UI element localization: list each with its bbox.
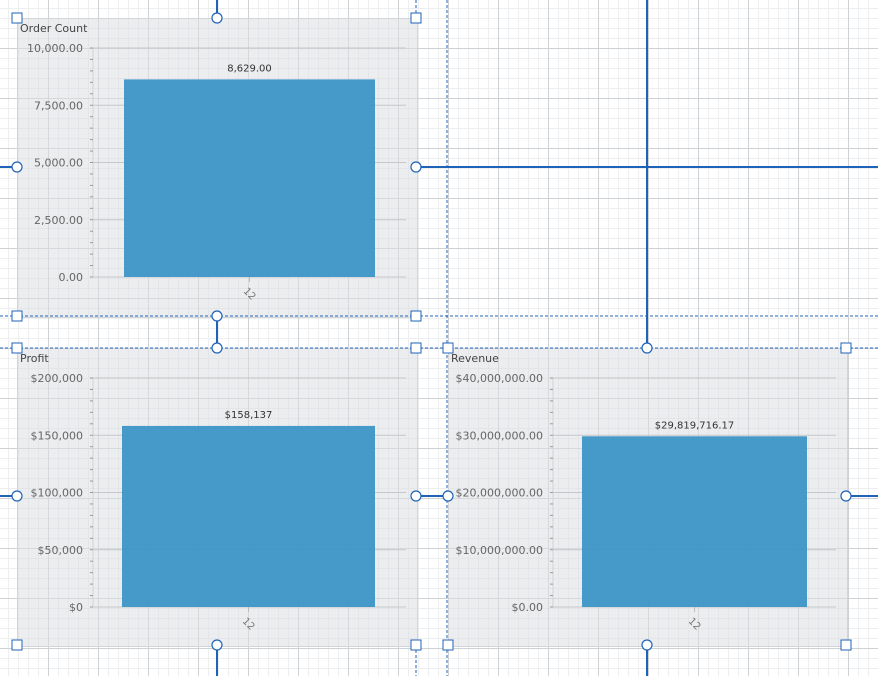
chart-title: Profit <box>20 352 49 365</box>
data-label: $158,137 <box>225 410 273 421</box>
connection-handle-circle[interactable] <box>11 490 23 502</box>
resize-handle-square[interactable] <box>410 342 422 354</box>
data-label: $29,819,716.17 <box>655 420 735 431</box>
resize-handle-square[interactable] <box>840 342 852 354</box>
connection-handle-circle[interactable] <box>410 490 422 502</box>
connection-handle-circle[interactable] <box>641 639 653 651</box>
connection-handle-circle[interactable] <box>211 310 223 322</box>
resize-handle-square[interactable] <box>410 310 422 322</box>
connection-handle-circle[interactable] <box>410 161 422 173</box>
y-tick-label: $150,000 <box>31 429 84 442</box>
data-label: 8,629.00 <box>227 63 272 74</box>
connection-handle-circle[interactable] <box>641 342 653 354</box>
y-tick-label: $100,000 <box>31 487 84 500</box>
y-tick-label: $30,000,000.00 <box>456 429 543 442</box>
y-tick-label: $40,000,000.00 <box>456 372 543 385</box>
resize-handle-square[interactable] <box>11 310 23 322</box>
y-tick-label: $200,000 <box>31 372 84 385</box>
connection-handle-circle[interactable] <box>11 161 23 173</box>
connection-handle-circle[interactable] <box>442 490 454 502</box>
y-tick-label: $10,000,000.00 <box>456 544 543 557</box>
resize-handle-square[interactable] <box>840 639 852 651</box>
connection-handle-circle[interactable] <box>211 12 223 24</box>
y-tick-label: 2,500.00 <box>34 214 83 227</box>
y-tick-label: $50,000 <box>38 544 84 557</box>
chart-title: Revenue <box>451 352 499 365</box>
y-tick-label: 0.00 <box>59 271 84 284</box>
resize-handle-square[interactable] <box>442 342 454 354</box>
x-tick-label: 12 <box>240 616 257 633</box>
bar[interactable] <box>122 425 375 607</box>
y-tick-label: $20,000,000.00 <box>456 487 543 500</box>
resize-handle-square[interactable] <box>442 639 454 651</box>
x-tick-label: 12 <box>686 616 703 633</box>
connection-handle-circle[interactable] <box>211 639 223 651</box>
resize-handle-square[interactable] <box>410 639 422 651</box>
resize-handle-square[interactable] <box>11 639 23 651</box>
connection-handle-circle[interactable] <box>840 490 852 502</box>
connection-handle-circle[interactable] <box>211 342 223 354</box>
resize-handle-square[interactable] <box>11 12 23 24</box>
resize-handle-square[interactable] <box>410 12 422 24</box>
y-tick-label: 10,000.00 <box>27 42 83 55</box>
chart-title: Order Count <box>20 22 88 35</box>
resize-handle-square[interactable] <box>11 342 23 354</box>
x-tick-label: 12 <box>241 286 258 303</box>
y-tick-label: $0.00 <box>512 601 544 614</box>
y-tick-label: 7,500.00 <box>34 99 83 112</box>
y-tick-label: 5,000.00 <box>34 157 83 170</box>
bar[interactable] <box>124 79 375 277</box>
bar[interactable] <box>582 436 807 607</box>
y-tick-label: $0 <box>69 601 83 614</box>
